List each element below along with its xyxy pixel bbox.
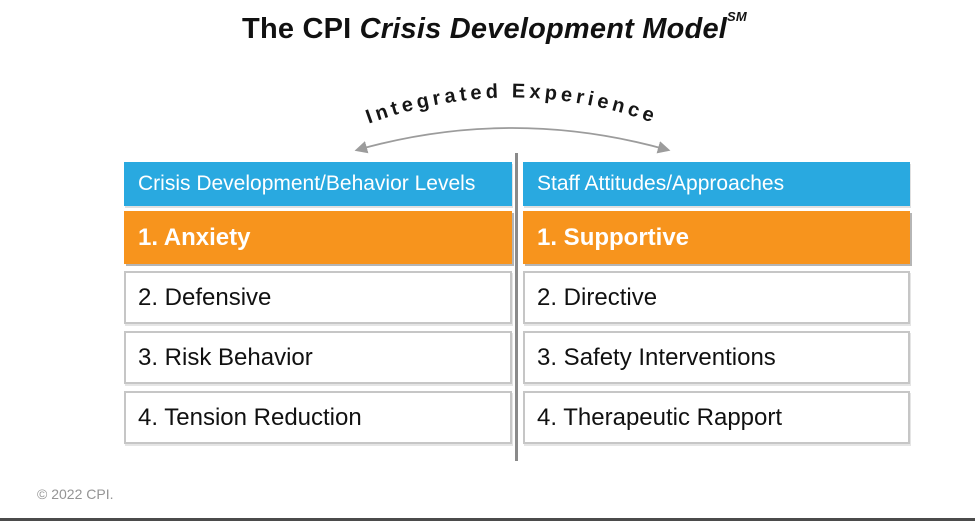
column-staff-attitudes: Staff Attitudes/Approaches 1. Supportive… <box>523 162 910 444</box>
column-crisis-development: Crisis Development/Behavior Levels 1. An… <box>124 162 512 444</box>
staff-column-header: Staff Attitudes/Approaches <box>523 162 910 206</box>
table-row-therapeutic-rapport: 4. Therapeutic Rapport <box>523 391 910 444</box>
bottom-rule <box>0 518 975 521</box>
table-row-risk-behavior: 3. Risk Behavior <box>124 331 512 384</box>
copyright-text: © 2022 CPI. <box>37 486 114 502</box>
table-row-safety-interventions: 3. Safety Interventions <box>523 331 910 384</box>
title-superscript: SM <box>727 9 747 24</box>
table-row-supportive: 1. Supportive <box>523 211 910 264</box>
svg-text:Integrated Experience: Integrated Experience <box>363 80 661 128</box>
table-row-directive: 2. Directive <box>523 271 910 324</box>
page-title: The CPI Crisis Development ModelSM <box>0 9 975 46</box>
table-row-defensive: 2. Defensive <box>124 271 512 324</box>
table-row-anxiety: 1. Anxiety <box>124 211 512 264</box>
double-arrow <box>354 127 671 154</box>
title-italic: Crisis Development Model <box>359 13 728 45</box>
column-divider <box>515 153 518 461</box>
title-prefix: The CPI <box>242 13 360 45</box>
crisis-column-header: Crisis Development/Behavior Levels <box>124 162 512 206</box>
integrated-experience-label: Integrated Experience <box>363 80 657 128</box>
table-row-tension-reduction: 4. Tension Reduction <box>124 391 512 444</box>
